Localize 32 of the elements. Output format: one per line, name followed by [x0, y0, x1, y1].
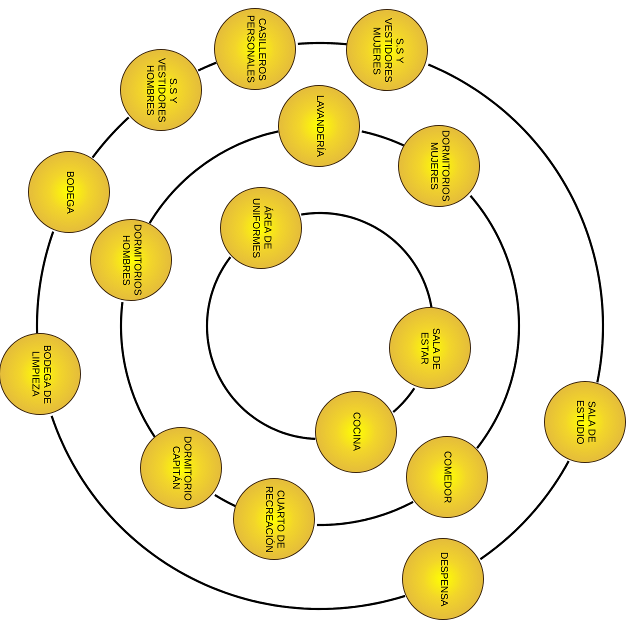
ring-connector	[92, 116, 130, 158]
ring-connector	[470, 195, 520, 449]
ring-connector	[36, 231, 54, 334]
room-label: SALA DE ESTAR	[418, 326, 442, 372]
room-label: S.S Y VESTIDORES HOMBRES	[143, 57, 178, 125]
room-label: CUARTO DE RECREACIÓN	[262, 484, 286, 553]
ring-connector	[148, 130, 278, 224]
ring-connector	[197, 62, 218, 72]
ring-connector	[301, 212, 433, 308]
room-label: COCINA	[350, 411, 362, 454]
ring-connector	[50, 415, 406, 610]
room-label: DORMITORIOS HOMBRES	[119, 223, 142, 298]
ring-connector	[480, 460, 570, 560]
ring-connector	[316, 500, 414, 526]
room-label: ÁREA DE UNIFORMES	[249, 198, 272, 258]
room-label: LAVANDERÍA	[313, 94, 325, 159]
ring-connector	[298, 42, 348, 46]
room-label: S.S Y VESTIDORES MUJERES	[370, 17, 405, 85]
ring-connector	[206, 256, 316, 440]
room-label: COMEDOR	[441, 450, 453, 506]
room-label: DESPENSA	[437, 551, 449, 609]
room-label: BODEGA	[63, 170, 75, 216]
room-label: SALA DE ESTUDIO	[573, 398, 596, 446]
ring-connector	[428, 64, 604, 383]
ring-connector	[214, 494, 236, 508]
room-label: DORMITORIOS MUJERES	[427, 129, 450, 204]
ring-connector	[392, 388, 416, 413]
ring-connector	[361, 130, 404, 146]
room-label: DORMITORIO CAPITÁN	[169, 436, 192, 500]
ring-connector	[120, 302, 156, 438]
room-label: BODEGA DE LIMPIEZA	[28, 344, 52, 406]
room-label: CASILLEROS PERSONALES	[244, 14, 267, 86]
